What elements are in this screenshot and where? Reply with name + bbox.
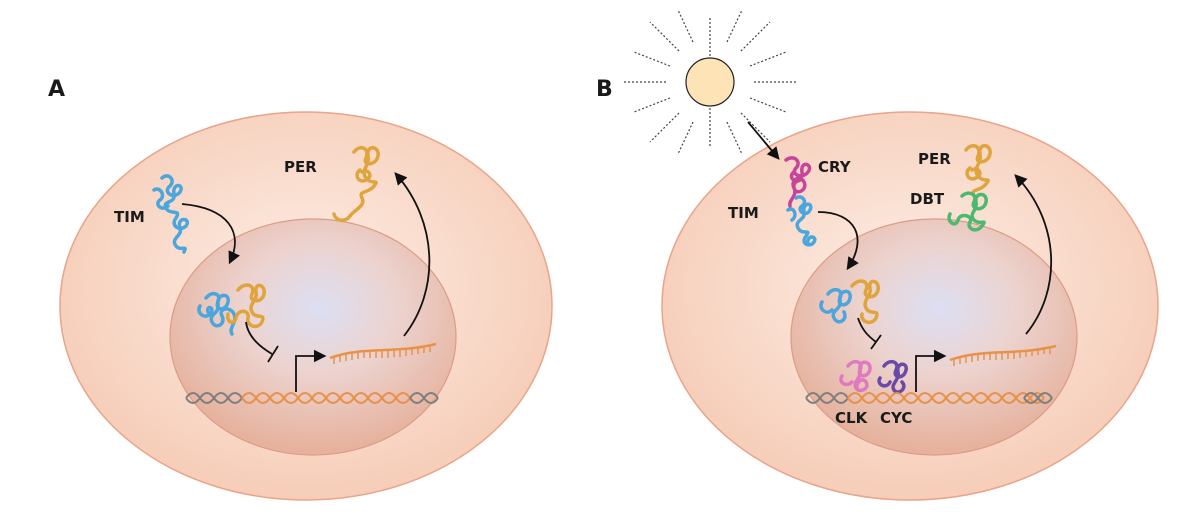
panel-a-mrna (329, 342, 437, 364)
panel-a: A TIM PER (48, 77, 553, 501)
panel-a-dna (185, 392, 439, 404)
panel-b-inhibition-line (857, 317, 877, 343)
panel-b-tim-protein (786, 195, 817, 247)
panel-b-label-per: PER (918, 150, 951, 168)
panel-a-label-tim: TIM (114, 208, 145, 226)
panel-a-inhibition-bar (267, 345, 279, 363)
panel-b-inhibition-bar (870, 334, 882, 350)
panel-a-tim-per-complex (197, 283, 266, 336)
panel-b-arrow-mrna-to-cytoplasm (1014, 174, 1052, 335)
panel-a-promoter-arrow (295, 349, 327, 392)
panel-a-arrow-tim-to-nucleus (181, 203, 240, 265)
panel-b-tim-per-complex (819, 279, 880, 325)
panel-b-label-dbt: DBT (910, 190, 945, 208)
panel-b-cyc-protein (877, 359, 908, 394)
panel-b-label-cyc: CYC (880, 409, 912, 427)
panel-b-nucleus (790, 218, 1078, 456)
panel-b-dna (805, 392, 1053, 404)
panel-b-per-protein (964, 144, 992, 198)
panel-b-label-clk: CLK (835, 409, 869, 427)
panel-b-clk-protein (839, 359, 872, 393)
panel-a-inhibition-line (245, 321, 273, 355)
panel-b-label-cry: CRY (818, 158, 852, 176)
panel-a-arrow-mrna-to-cytoplasm (394, 172, 431, 337)
panel-b-promoter-arrow (915, 349, 947, 392)
panel-a-nucleus (169, 218, 457, 456)
panel-a-tim-protein (152, 174, 190, 254)
panel-a-letter: A (48, 77, 65, 102)
panel-b-letter: B (596, 77, 613, 102)
panel-b-dbt-protein (947, 191, 988, 232)
panel-a-per-protein (332, 146, 380, 222)
panel-b: B (596, 9, 1159, 501)
panel-b-mrna (949, 344, 1057, 366)
panel-a-label-per: PER (284, 158, 317, 176)
panel-b-label-tim: TIM (728, 204, 759, 222)
panel-b-light-arrow (747, 121, 780, 160)
panel-b-cry-protein (784, 156, 812, 208)
sun-icon (624, 9, 796, 155)
panel-b-arrow-tim-to-nucleus (817, 211, 859, 271)
